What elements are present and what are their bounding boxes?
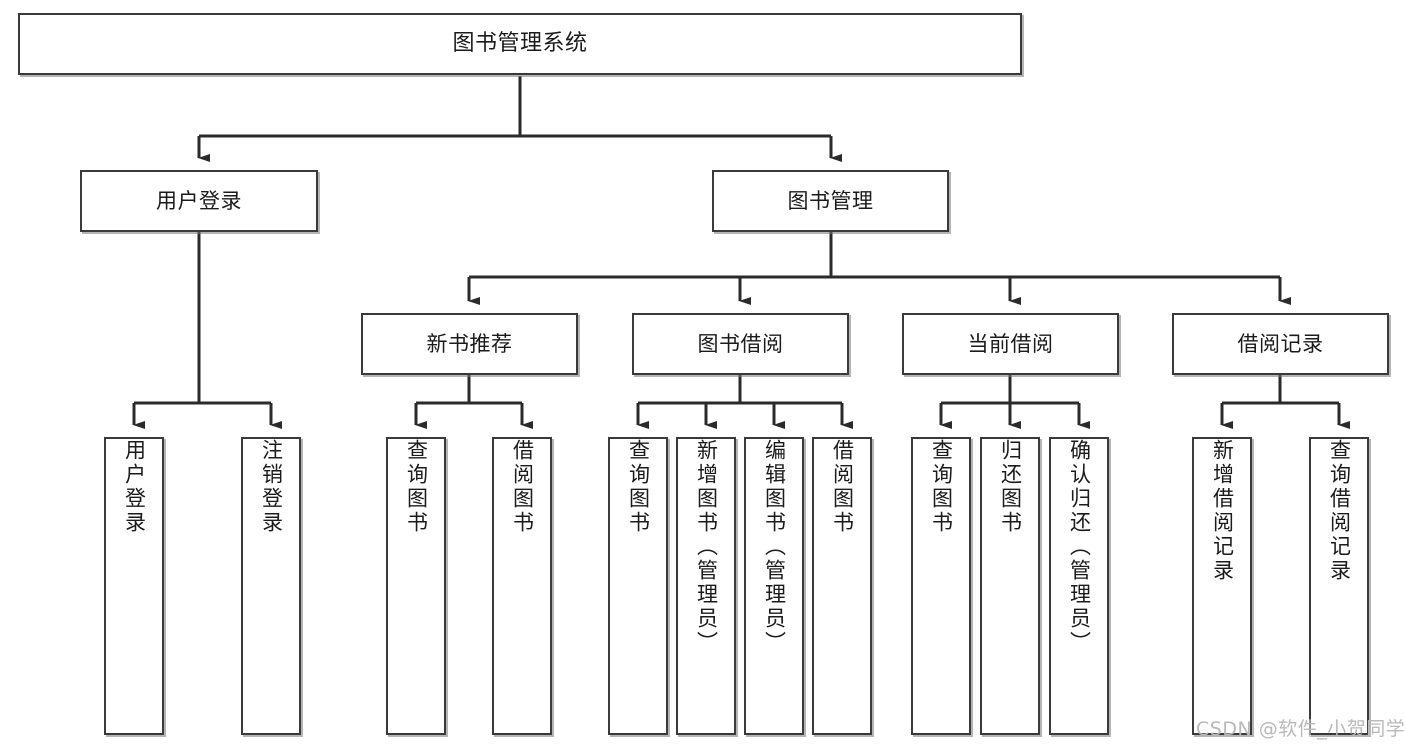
leaf-borrow-book-recommend[interactable]: 借阅图书 (492, 437, 552, 735)
node-label: 查询图书 (626, 439, 651, 535)
node-label: 确认归还（管理员） (1067, 439, 1092, 655)
node-label: 新增借阅记录 (1210, 439, 1235, 583)
node-root-book-management-system[interactable]: 图书管理系统 (18, 13, 1022, 75)
node-user-login[interactable]: 用户登录 (80, 170, 318, 232)
leaf-add-borrow-record[interactable]: 新增借阅记录 (1192, 437, 1252, 735)
leaf-confirm-return-admin[interactable]: 确认归还（管理员） (1049, 437, 1109, 735)
node-label: 用户登录 (122, 439, 147, 535)
leaf-user-login[interactable]: 用户登录 (104, 437, 164, 735)
csdn-watermark: CSDN @软件_小贺同学 (1196, 718, 1405, 740)
leaf-return-book[interactable]: 归还图书 (980, 437, 1040, 735)
node-label: 当前借阅 (967, 331, 1054, 356)
node-label: 图书管理系统 (452, 31, 588, 57)
node-new-book-recommend[interactable]: 新书推荐 (361, 313, 578, 375)
node-label: 归还图书 (998, 439, 1023, 535)
node-label: 用户登录 (156, 188, 242, 213)
node-label: 查询图书 (404, 439, 429, 535)
node-label: 借阅记录 (1237, 331, 1324, 356)
node-label: 图书管理 (787, 188, 874, 213)
node-label: 图书借阅 (697, 331, 784, 356)
node-label: 查询借阅记录 (1327, 439, 1352, 583)
node-borrow-record[interactable]: 借阅记录 (1172, 313, 1389, 375)
leaf-query-book-recommend[interactable]: 查询图书 (386, 437, 446, 735)
leaf-borrow-book[interactable]: 借阅图书 (812, 437, 872, 735)
node-label: 新增图书（管理员） (694, 439, 719, 655)
leaf-query-book-borrow[interactable]: 查询图书 (608, 437, 668, 735)
node-label: 编辑图书（管理员） (762, 439, 787, 655)
node-label: 借阅图书 (830, 439, 855, 535)
node-current-borrow[interactable]: 当前借阅 (902, 313, 1119, 375)
node-book-borrow[interactable]: 图书借阅 (632, 313, 849, 375)
leaf-add-book-admin[interactable]: 新增图书（管理员） (676, 437, 736, 735)
node-label: 注销登录 (259, 439, 284, 535)
leaf-query-book-current[interactable]: 查询图书 (911, 437, 971, 735)
leaf-query-borrow-record[interactable]: 查询借阅记录 (1309, 437, 1369, 735)
node-book-management[interactable]: 图书管理 (712, 170, 949, 232)
node-label: 新书推荐 (426, 331, 513, 356)
leaf-edit-book-admin[interactable]: 编辑图书（管理员） (744, 437, 804, 735)
leaf-logout[interactable]: 注销登录 (241, 437, 301, 735)
node-label: 查询图书 (929, 439, 954, 535)
node-label: 借阅图书 (510, 439, 535, 535)
